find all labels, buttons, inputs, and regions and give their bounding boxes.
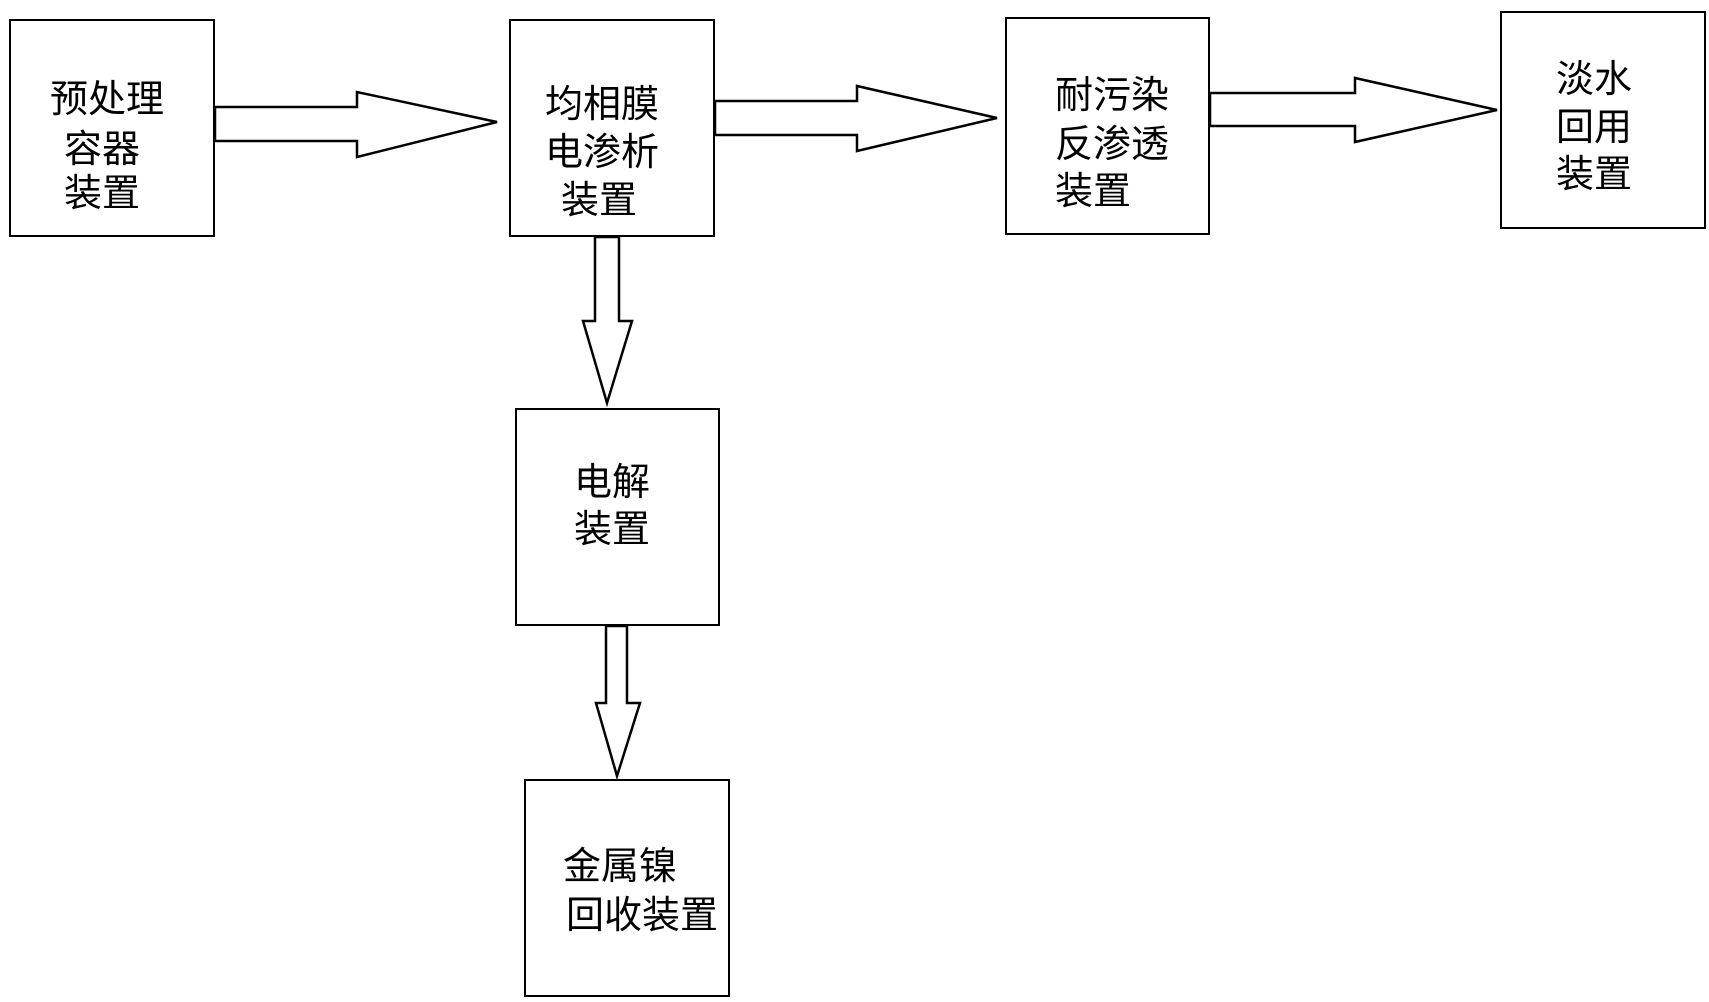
- freshwater-line-3: 装置: [1556, 152, 1633, 196]
- pretreatment-line-3: 装置: [64, 171, 141, 215]
- homogeneous-membrane-electrodialysis-box: 均相膜 电渗析 装置: [509, 19, 715, 237]
- electrodialysis-line-3: 装置: [561, 178, 638, 222]
- reverse-osmosis-line-1: 耐污染: [1055, 73, 1170, 117]
- arrow-electrodialysis-to-reverse-osmosis: [713, 84, 998, 153]
- arrow-reverse-osmosis-to-freshwater: [1208, 76, 1498, 144]
- electrodialysis-line-2: 电渗析: [545, 130, 660, 174]
- antifouling-reverse-osmosis-box: 耐污染 反渗透 装置: [1005, 17, 1210, 235]
- reverse-osmosis-line-3: 装置: [1055, 169, 1132, 213]
- reverse-osmosis-line-2: 反渗透: [1055, 122, 1170, 166]
- electrolysis-line-2: 装置: [574, 507, 651, 551]
- freshwater-reuse-box: 淡水 回用 装置: [1500, 11, 1706, 229]
- freshwater-line-1: 淡水: [1556, 57, 1633, 101]
- pretreatment-container-box: 预处理 容器 装置: [9, 19, 215, 237]
- pretreatment-line-1: 预处理: [50, 77, 165, 121]
- arrow-pretreatment-to-electrodialysis: [213, 90, 498, 159]
- arrow-electrodialysis-to-electrolysis: [581, 235, 634, 408]
- pretreatment-line-2: 容器: [64, 127, 141, 171]
- nickel-recovery-box: 金属镍 回收装置: [524, 779, 730, 997]
- freshwater-line-2: 回用: [1556, 105, 1633, 149]
- arrow-electrolysis-to-nickel-recovery: [594, 624, 642, 781]
- electrolysis-line-1: 电解: [574, 460, 651, 504]
- nickel-recovery-line-2: 回收装置: [566, 893, 719, 937]
- nickel-recovery-line-1: 金属镍: [563, 844, 678, 888]
- electrodialysis-line-1: 均相膜: [545, 82, 660, 126]
- electrolysis-box: 电解 装置: [515, 408, 720, 626]
